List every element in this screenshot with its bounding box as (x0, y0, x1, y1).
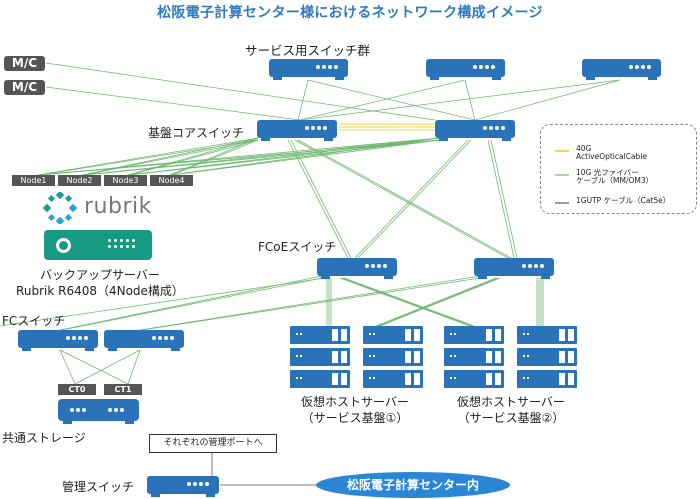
mgmt-ports-note: それぞれの管理ポートへ (149, 434, 277, 453)
fcoe-switch-1[interactable] (317, 258, 397, 279)
host-group-2-sublabel: （サービス基盤②） (457, 411, 565, 425)
mc-tag: M/C (4, 56, 45, 71)
port-icon (187, 482, 209, 486)
aoc-links (338, 123, 436, 131)
backup-server-model: Rubrik R6408（4Node構成） (16, 284, 184, 298)
service-switches-label: サービス用スイッチ群 (245, 43, 371, 58)
legend-swatch (555, 174, 569, 176)
node-tag: Node1 (12, 175, 55, 186)
rubrik-logo-icon (42, 192, 78, 224)
legend-swatch (555, 202, 569, 204)
shared-storage-device[interactable] (58, 399, 139, 424)
core-switch-label: 基盤コアスイッチ (148, 126, 245, 140)
rubrik-appliance[interactable] (44, 230, 152, 260)
port-icon (108, 408, 124, 412)
backup-server-label: バックアップサーバー (40, 268, 160, 282)
host-server-3[interactable] (444, 326, 504, 392)
power-icon (56, 238, 71, 253)
legend-text: 10G 光ファイバー (576, 168, 639, 177)
host-group-1-label: 仮想ホストサーバー (301, 395, 409, 409)
fiber-links (0, 62, 621, 385)
port-icon (629, 65, 651, 69)
host-server-4[interactable] (517, 326, 577, 392)
port-icon (483, 126, 505, 130)
port-icon (66, 336, 88, 340)
legend-text: 40G (576, 144, 592, 153)
node-tag: Node2 (58, 175, 101, 186)
legend-item-utp: 1GUTP ケーブル（Cat5e） (555, 197, 670, 205)
port-icon (522, 264, 544, 268)
port-icon (108, 239, 138, 248)
host-server-1[interactable] (290, 326, 350, 392)
controller-tag: CT0 (58, 384, 96, 395)
service-switch-2[interactable] (426, 59, 505, 80)
diagram-title: 松阪電子計算センター様におけるネットワーク構成イメージ (157, 5, 543, 21)
node-tag: Node4 (150, 175, 193, 186)
host-group-1-sublabel: （サービス基盤①） (301, 411, 409, 425)
core-switch-2[interactable] (435, 120, 515, 141)
mgmt-switch[interactable] (147, 476, 219, 497)
legend-text: ケーブル（MM/OM3） (576, 176, 654, 185)
legend-swatch (555, 150, 569, 152)
datacenter-badge: 松阪電子計算センター内 (316, 472, 510, 498)
service-switch-3[interactable] (582, 59, 661, 80)
mc-tag: M/C (4, 80, 45, 95)
utp-links (211, 452, 318, 486)
fc-switch-label: FCスイッチ (2, 314, 66, 328)
shared-storage-label: 共通ストレージ (2, 431, 86, 445)
legend-text: 1GUTP ケーブル（Cat5e） (576, 196, 671, 205)
link-mc1-core (45, 62, 436, 121)
port-icon (365, 264, 387, 268)
legend-item-fiber: 10G 光ファイバーケーブル（MM/OM3） (555, 169, 653, 185)
mgmt-switch-label: 管理スイッチ (62, 480, 135, 494)
port-icon (473, 65, 495, 69)
controller-tag: CT1 (104, 384, 142, 395)
rubrik-logo-text: rubrik (84, 194, 152, 219)
port-icon (305, 126, 327, 130)
link-mc2-core (45, 86, 301, 121)
fcoe-switch-2[interactable] (474, 258, 554, 279)
host-server-2[interactable] (363, 326, 423, 392)
port-icon (70, 408, 86, 412)
fc-switch-1[interactable] (18, 330, 98, 351)
fc-switch-2[interactable] (104, 330, 184, 351)
fcoe-switch-label: FCoEスイッチ (258, 240, 337, 254)
core-switch-1[interactable] (257, 120, 337, 141)
port-icon (152, 336, 174, 340)
node-tag: Node3 (104, 175, 147, 186)
service-switch-1[interactable] (269, 59, 348, 80)
host-group-2-label: 仮想ホストサーバー (457, 395, 565, 409)
legend-text: ActiveOpticalCable (576, 152, 647, 161)
port-icon (316, 65, 338, 69)
